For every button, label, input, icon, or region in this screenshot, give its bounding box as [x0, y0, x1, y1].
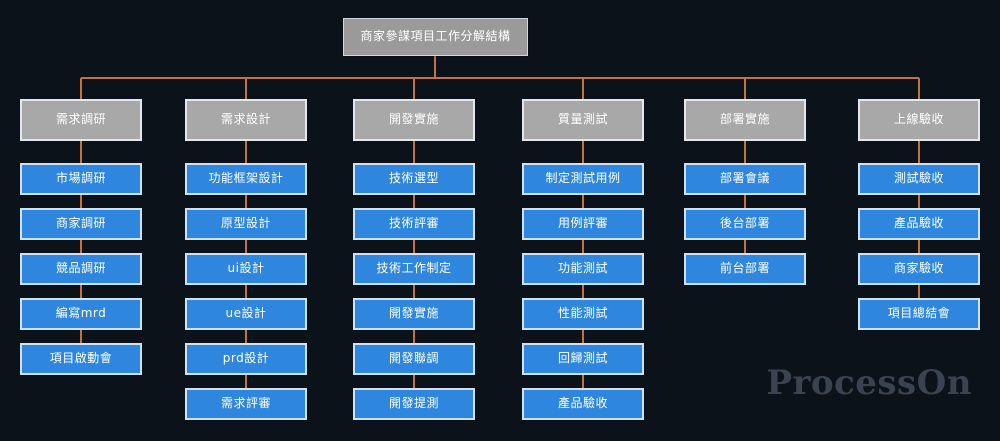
task-node-label: 開發提測	[388, 396, 439, 411]
task-node-label: prd設計	[222, 351, 270, 366]
task-node-label: 商家調研	[55, 216, 106, 231]
connector-bus	[81, 77, 919, 79]
column-header-label: 質量測試	[557, 112, 608, 127]
column-header-label: 上線驗收	[893, 112, 944, 127]
root-node[interactable]: 商家參謀項目工作分解結構	[343, 18, 528, 56]
task-node-5-2[interactable]: 後台部署	[684, 208, 806, 240]
column-header-label: 需求調研	[55, 112, 106, 127]
task-node-label: 技術選型	[388, 171, 439, 186]
task-node-label: 產品驗收	[557, 396, 608, 411]
task-node-1-1[interactable]: 市場調研	[20, 163, 142, 195]
task-node-2-4[interactable]: ue設計	[185, 298, 307, 330]
connector-branch-2	[245, 78, 247, 99]
task-node-label: 部署會議	[719, 171, 770, 186]
connector-branch-4	[582, 78, 584, 99]
task-node-3-1[interactable]: 技術選型	[353, 163, 475, 195]
task-node-6-4[interactable]: 項目總結會	[858, 298, 980, 330]
column-header-5[interactable]: 部署實施	[684, 99, 806, 141]
task-node-label: 原型設計	[220, 216, 271, 231]
task-node-label: 測試驗收	[893, 171, 944, 186]
task-node-label: 項目啟動會	[49, 351, 113, 366]
task-node-label: ue設計	[225, 306, 267, 321]
task-node-2-6[interactable]: 需求評審	[185, 388, 307, 420]
task-node-3-5[interactable]: 開發聯調	[353, 343, 475, 375]
task-node-5-3[interactable]: 前台部署	[684, 253, 806, 285]
task-node-label: 項目總結會	[887, 306, 951, 321]
task-node-3-3[interactable]: 技術工作制定	[353, 253, 475, 285]
task-node-5-1[interactable]: 部署會議	[684, 163, 806, 195]
task-node-4-2[interactable]: 用例評審	[522, 208, 644, 240]
task-node-3-6[interactable]: 開發提測	[353, 388, 475, 420]
task-node-label: 需求評審	[220, 396, 271, 411]
task-node-2-3[interactable]: ui設計	[185, 253, 307, 285]
task-node-6-2[interactable]: 產品驗收	[858, 208, 980, 240]
task-node-label: 後台部署	[719, 216, 770, 231]
connector-root-stem	[434, 56, 436, 78]
task-node-4-3[interactable]: 功能測試	[522, 253, 644, 285]
task-node-4-6[interactable]: 產品驗收	[522, 388, 644, 420]
task-node-4-1[interactable]: 制定測試用例	[522, 163, 644, 195]
task-node-label: 用例評審	[557, 216, 608, 231]
connector-branch-1	[80, 78, 82, 99]
task-node-6-3[interactable]: 商家驗收	[858, 253, 980, 285]
processon-watermark: ProcessOn	[766, 363, 972, 403]
column-header-2[interactable]: 需求設計	[185, 99, 307, 141]
task-node-label: 制定測試用例	[545, 171, 621, 186]
task-node-label: 編寫mrd	[55, 306, 107, 321]
connector-branch-5	[744, 78, 746, 99]
task-node-label: 性能測試	[557, 306, 608, 321]
connector-spine-1	[80, 141, 82, 343]
task-node-label: ui設計	[227, 261, 265, 276]
task-node-1-4[interactable]: 編寫mrd	[20, 298, 142, 330]
column-header-3[interactable]: 開發實施	[353, 99, 475, 141]
task-node-label: 回歸測試	[557, 351, 608, 366]
task-node-4-5[interactable]: 回歸測試	[522, 343, 644, 375]
connector-spine-5	[744, 141, 746, 253]
task-node-label: 功能測試	[557, 261, 608, 276]
column-header-6[interactable]: 上線驗收	[858, 99, 980, 141]
task-node-label: 產品驗收	[893, 216, 944, 231]
task-node-label: 開發實施	[388, 306, 439, 321]
column-header-label: 部署實施	[719, 112, 770, 127]
task-node-4-4[interactable]: 性能測試	[522, 298, 644, 330]
task-node-label: 功能框架設計	[208, 171, 284, 186]
column-header-label: 需求設計	[220, 112, 271, 127]
task-node-2-5[interactable]: prd設計	[185, 343, 307, 375]
task-node-1-3[interactable]: 競品調研	[20, 253, 142, 285]
column-header-4[interactable]: 質量測試	[522, 99, 644, 141]
task-node-label: 技術工作制定	[376, 261, 452, 276]
task-node-label: 開發聯調	[388, 351, 439, 366]
task-node-label: 前台部署	[719, 261, 770, 276]
task-node-1-5[interactable]: 項目啟動會	[20, 343, 142, 375]
connector-branch-3	[413, 78, 415, 99]
task-node-label: 競品調研	[55, 261, 106, 276]
column-header-1[interactable]: 需求調研	[20, 99, 142, 141]
task-node-1-2[interactable]: 商家調研	[20, 208, 142, 240]
task-node-2-1[interactable]: 功能框架設計	[185, 163, 307, 195]
task-node-6-1[interactable]: 測試驗收	[858, 163, 980, 195]
task-node-label: 技術評審	[388, 216, 439, 231]
column-header-label: 開發實施	[388, 112, 439, 127]
connector-branch-6	[918, 78, 920, 99]
task-node-3-2[interactable]: 技術評審	[353, 208, 475, 240]
task-node-2-2[interactable]: 原型設計	[185, 208, 307, 240]
task-node-label: 商家驗收	[893, 261, 944, 276]
task-node-3-4[interactable]: 開發實施	[353, 298, 475, 330]
root-node-label: 商家參謀項目工作分解結構	[360, 29, 511, 44]
task-node-label: 市場調研	[55, 171, 106, 186]
